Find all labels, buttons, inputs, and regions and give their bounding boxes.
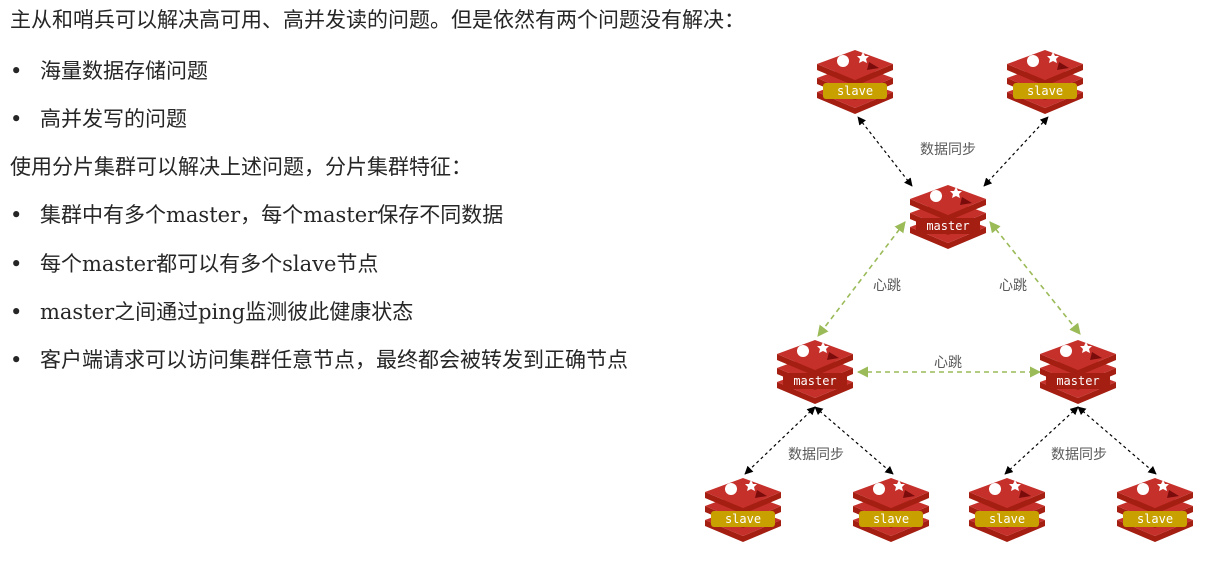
node-label: master	[1056, 374, 1099, 388]
data-sync-arrow	[1077, 406, 1157, 475]
redis-slave-node: slave	[1117, 478, 1193, 542]
redis-slave-node: slave	[817, 50, 893, 114]
bullet-icon: •	[10, 203, 23, 227]
node-label: slave	[837, 84, 873, 98]
bullet-icon: •	[10, 252, 23, 276]
redis-master-node: master	[1040, 340, 1116, 404]
node-label: slave	[989, 512, 1025, 526]
redis-master-node: master	[910, 185, 986, 249]
edge-label-heartbeat: 心跳	[873, 278, 901, 294]
redis-logo-icon	[1060, 345, 1072, 357]
redis-logo-icon	[1137, 483, 1149, 495]
solution-paragraph: 使用分片集群可以解决上述问题，分片集群特征：	[10, 155, 472, 179]
bullet-icon: •	[10, 300, 23, 324]
data-sync-arrow	[1004, 406, 1079, 475]
heartbeat-link	[989, 221, 1081, 335]
redis-slave-node: slave	[969, 478, 1045, 542]
node-label: slave	[1137, 512, 1173, 526]
redis-logo-icon	[797, 345, 809, 357]
redis-slave-node: slave	[1007, 50, 1083, 114]
redis-slave-node: slave	[853, 478, 929, 542]
redis-logo-icon	[930, 190, 942, 202]
redis-logo-icon	[837, 55, 849, 67]
node-label: slave	[1027, 84, 1063, 98]
data-sync-arrow	[744, 406, 816, 475]
redis-slave-node: slave	[705, 478, 781, 542]
bullet-icon: •	[10, 59, 23, 83]
redis-logo-icon	[725, 483, 737, 495]
data-sync-arrow	[983, 116, 1049, 187]
node-label: master	[793, 374, 836, 388]
data-sync-arrow	[857, 116, 913, 187]
redis-logo-icon	[989, 483, 1001, 495]
data-sync-arrow	[814, 406, 894, 475]
heartbeat-link	[817, 221, 906, 337]
intro-paragraph: 主从和哨兵可以解决高可用、高并发读的问题。但是依然有两个问题没有解决：	[10, 8, 745, 32]
edge-label-sync: 数据同步	[1051, 447, 1107, 463]
edge-label-sync: 数据同步	[920, 142, 976, 158]
edge-label-sync: 数据同步	[788, 447, 844, 463]
redis-logo-icon	[1027, 55, 1039, 67]
node-label: master	[926, 219, 969, 233]
node-label: slave	[725, 512, 761, 526]
node-label: slave	[873, 512, 909, 526]
edge-label-heartbeat: 心跳	[999, 278, 1027, 294]
edge-label-heartbeat: 心跳	[934, 355, 962, 371]
bullet-icon: •	[10, 348, 23, 372]
bullet-icon: •	[10, 107, 23, 131]
redis-master-node: master	[777, 340, 853, 404]
redis-logo-icon	[873, 483, 885, 495]
